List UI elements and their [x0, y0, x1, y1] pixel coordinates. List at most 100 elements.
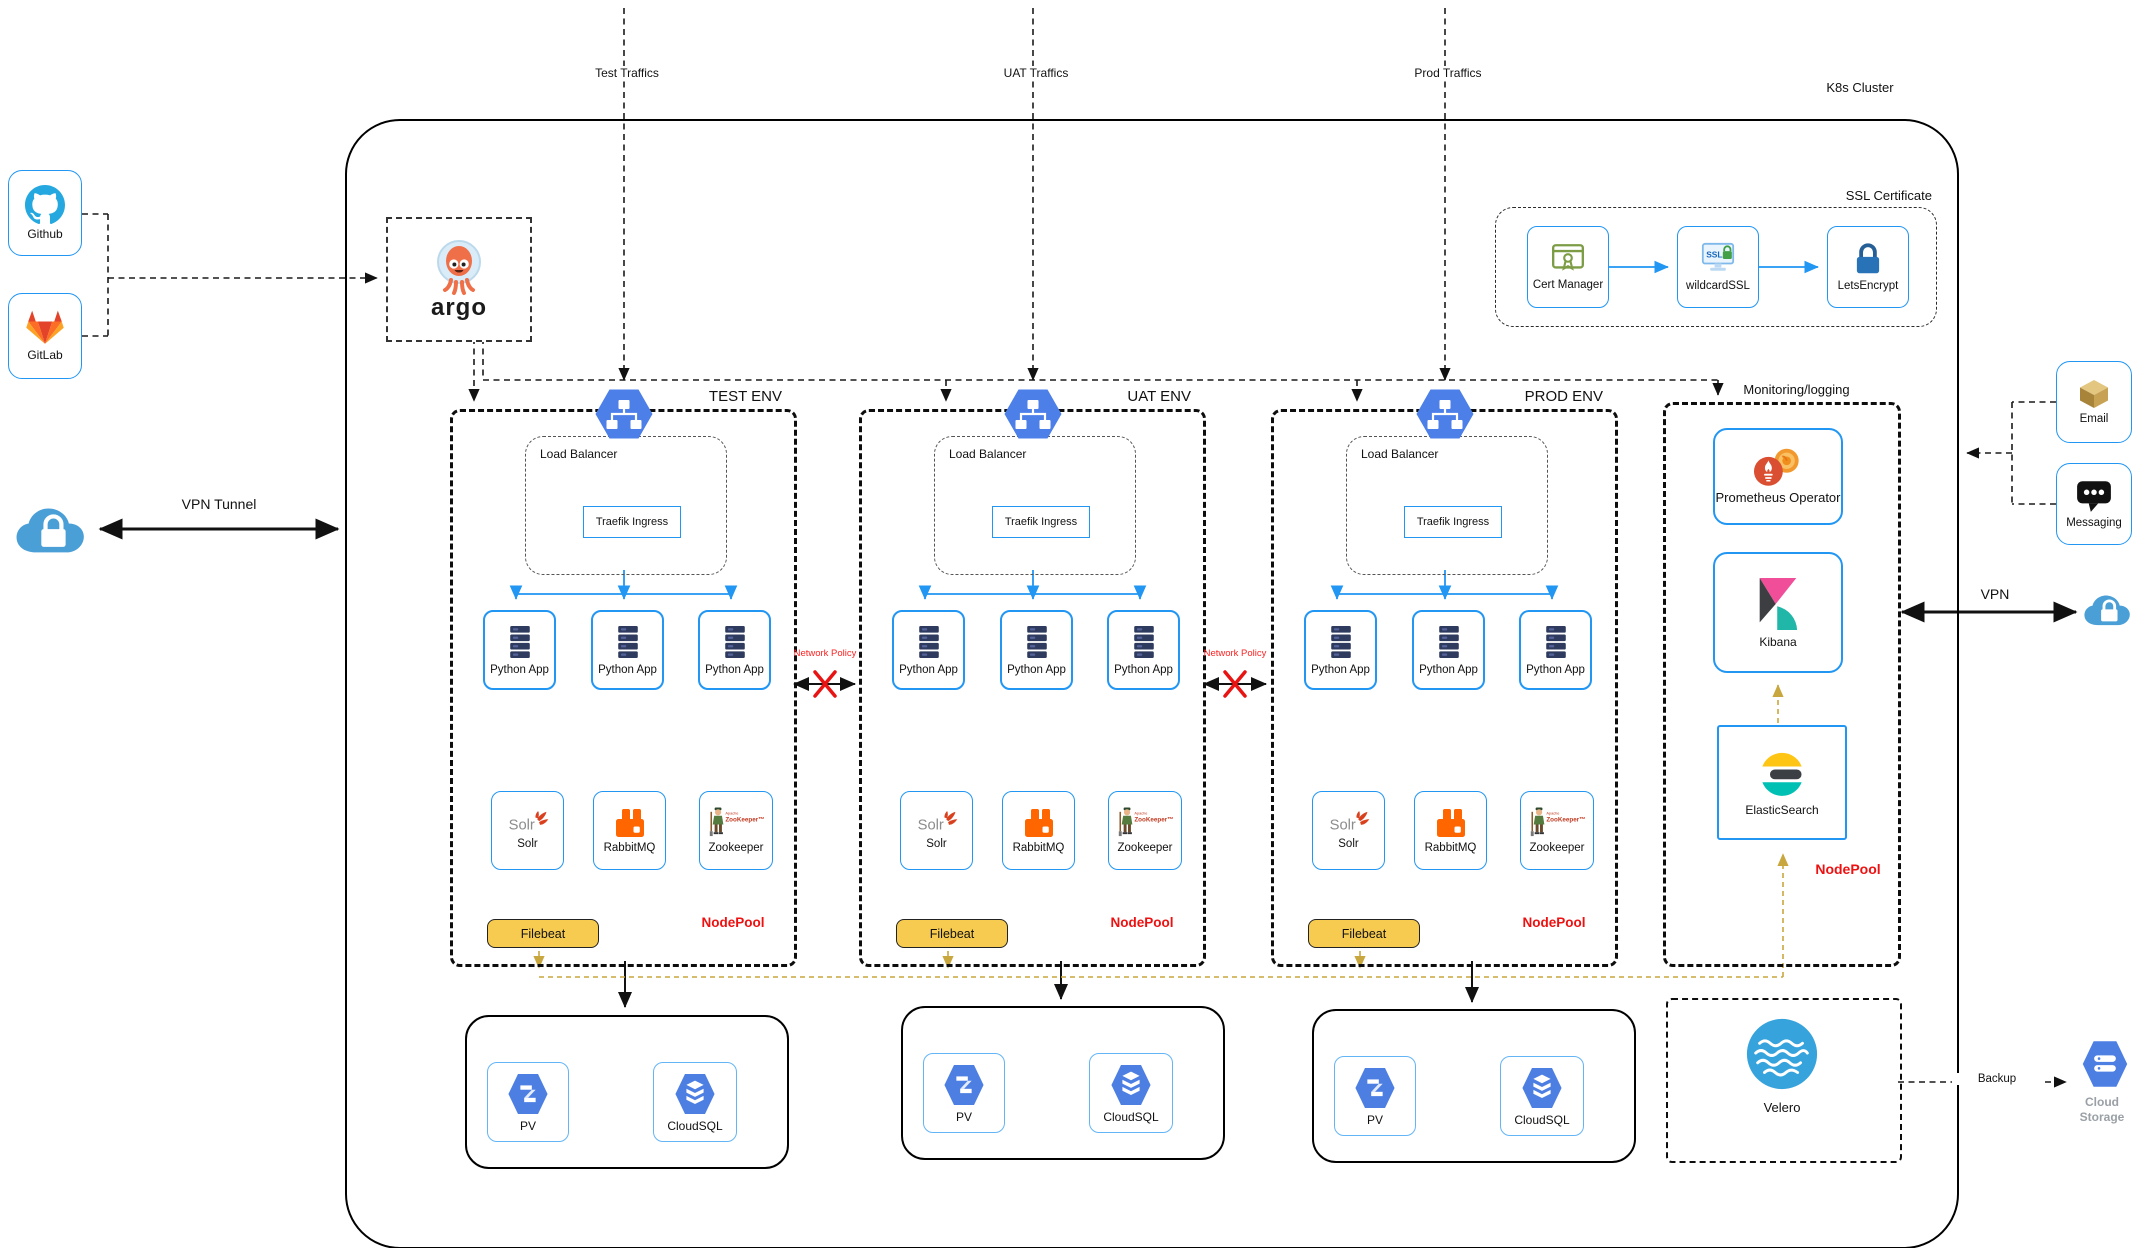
- python-app-stack-icon: [1325, 623, 1357, 661]
- filebeat-label: Filebeat: [1341, 926, 1387, 941]
- cloudsql-node: CloudSQL: [1500, 1056, 1584, 1136]
- python-app-node: Python App: [1000, 610, 1073, 690]
- wildcard-ssl-icon: SSL: [1698, 241, 1738, 277]
- solr-label: Solr: [1338, 837, 1359, 850]
- cloud-storage-label: Cloud Storage: [2079, 1095, 2125, 1124]
- gitlab-node: GitLab: [8, 293, 82, 379]
- letsencrypt-node: LetsEncrypt: [1827, 226, 1909, 308]
- python-app-label: Python App: [490, 664, 549, 677]
- solr-logo-icon: Solr: [1326, 810, 1372, 835]
- solr-node: Solr Solr: [491, 791, 564, 870]
- github-icon: [25, 184, 65, 225]
- python-app-node: Python App: [1412, 610, 1485, 690]
- network-policy-label: Network Policy: [793, 648, 857, 659]
- load-balancer-group: Load Balancer Traefik Ingress: [1346, 436, 1548, 575]
- rabbitmq-node: RabbitMQ: [593, 791, 666, 870]
- python-app-node: Python App: [483, 610, 556, 690]
- email-icon: [2075, 378, 2113, 410]
- python-app-label: Python App: [705, 664, 764, 677]
- python-app-node: Python App: [1304, 610, 1377, 690]
- elasticsearch-icon: [1755, 747, 1809, 801]
- storage-group: PV CloudSQL: [1312, 1009, 1636, 1163]
- velero-box: [1666, 998, 1902, 1163]
- cert-manager-icon: [1550, 242, 1586, 276]
- zookeeper-brand-small-text: Apache: [1134, 811, 1147, 816]
- kibana-label: Kibana: [1759, 635, 1797, 650]
- solr-node: Solr Solr: [900, 791, 973, 870]
- traefik-ingress-node: Traefik Ingress: [583, 506, 681, 538]
- filebeat-node: Filebeat: [1308, 919, 1420, 948]
- zookeeper-brand-text: ZooKeeper™: [1546, 817, 1585, 824]
- gitlab-label: GitLab: [27, 348, 63, 363]
- velero-icon: [1744, 1016, 1820, 1092]
- rabbitmq-icon: [1435, 807, 1467, 839]
- cloudsql-node: CloudSQL: [1089, 1053, 1173, 1133]
- env-title: TEST ENV: [708, 388, 782, 405]
- pv-node: PV: [923, 1053, 1005, 1133]
- python-app-stack-icon: [504, 623, 536, 661]
- python-app-label: Python App: [1419, 664, 1478, 677]
- load-balancer-label: Load Balancer: [540, 447, 618, 461]
- python-app-stack-icon: [1021, 623, 1053, 661]
- kibana-icon: [1752, 575, 1804, 633]
- ssl-section-title: SSL Certificate: [1845, 188, 1932, 203]
- k8s-cluster-label: K8s Cluster: [1826, 80, 1894, 95]
- cloud-storage-hexagon-icon: [2081, 1038, 2129, 1090]
- vpn-cloud-left-icon: [10, 500, 96, 560]
- rabbitmq-icon: [614, 807, 646, 839]
- zookeeper-label: Zookeeper: [1529, 842, 1585, 855]
- cloudsql-node: CloudSQL: [653, 1062, 737, 1142]
- vpn-cloud-right-icon: [2080, 588, 2137, 632]
- zookeeper-brand-text: ZooKeeper™: [1134, 817, 1173, 824]
- zookeeper-icon: Apache ZooKeeper™: [1117, 806, 1173, 839]
- rabbitmq-icon: [1023, 807, 1055, 839]
- pv-node: PV: [487, 1062, 569, 1142]
- storage-group: PV CloudSQL: [465, 1015, 789, 1169]
- pv-label: PV: [519, 1118, 536, 1133]
- load-balancer-hexagon-icon: [1003, 388, 1063, 440]
- messaging-label: Messaging: [2066, 517, 2122, 530]
- pv-hexagon-icon: [507, 1071, 549, 1117]
- zookeeper-brand-small-text: Apache: [725, 811, 738, 816]
- solr-logo-text: Solr: [508, 817, 534, 833]
- filebeat-label: Filebeat: [929, 926, 975, 941]
- environment-box: UAT ENV Load Balancer Traefik Ingress Py…: [859, 388, 1206, 967]
- argo-node: argo: [386, 217, 532, 342]
- cloudsql-hexagon-icon: [1521, 1065, 1563, 1111]
- network-policy-label: Network Policy: [1203, 648, 1267, 659]
- elasticsearch-node: ElasticSearch: [1717, 725, 1847, 840]
- argo-octopus-icon: [426, 238, 492, 300]
- nodepool-label: NodePool: [1110, 915, 1174, 930]
- python-app-stack-icon: [612, 623, 644, 661]
- traefik-ingress-label: Traefik Ingress: [1416, 516, 1490, 528]
- pv-hexagon-icon: [1354, 1065, 1396, 1111]
- solr-logo-icon: Solr: [914, 810, 960, 835]
- cloudsql-hexagon-icon: [1110, 1062, 1152, 1108]
- traefik-ingress-label: Traefik Ingress: [1004, 516, 1078, 528]
- load-balancer-group: Load Balancer Traefik Ingress: [934, 436, 1136, 575]
- zookeeper-label: Zookeeper: [1117, 842, 1173, 855]
- python-app-node: Python App: [892, 610, 965, 690]
- python-app-stack-icon: [1433, 623, 1465, 661]
- cert-manager-label: Cert Manager: [1532, 279, 1604, 292]
- github-node: Github: [8, 170, 82, 256]
- python-app-node: Python App: [1519, 610, 1592, 690]
- email-node: Email: [2056, 361, 2132, 443]
- nodepool-label: NodePool: [1815, 861, 1881, 877]
- backup-label: Backup: [1952, 1073, 2042, 1085]
- prometheus-operator-icon: [1753, 447, 1803, 488]
- python-app-stack-icon: [913, 623, 945, 661]
- env-title: PROD ENV: [1524, 388, 1603, 405]
- python-app-node: Python App: [1107, 610, 1180, 690]
- cloudsql-hexagon-icon: [674, 1071, 716, 1117]
- monitoring-title: Monitoring/logging: [1743, 382, 1850, 397]
- ssl-badge-text: SSL: [1706, 249, 1722, 259]
- load-balancer-label: Load Balancer: [1361, 447, 1439, 461]
- nodepool-label: NodePool: [701, 915, 765, 930]
- python-app-stack-icon: [719, 623, 751, 661]
- traefik-ingress-node: Traefik Ingress: [1404, 506, 1502, 538]
- zookeeper-icon: Apache ZooKeeper™: [708, 806, 764, 839]
- python-app-label: Python App: [1311, 664, 1370, 677]
- ssl-section-box: [1495, 207, 1937, 327]
- messaging-node: Messaging: [2056, 463, 2132, 545]
